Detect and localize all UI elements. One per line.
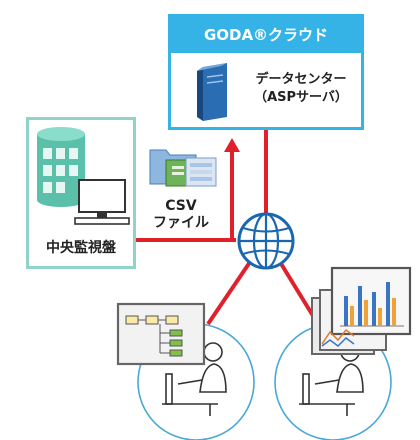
user-at-desk-icon xyxy=(162,342,227,416)
flowchart-screen-icon xyxy=(116,302,206,366)
computer-icon xyxy=(74,179,130,225)
chart-screen-icon xyxy=(311,266,412,355)
left-user-group xyxy=(137,323,255,440)
arrow-head xyxy=(224,138,240,152)
csv-label-line2: ファイル xyxy=(153,215,209,231)
csv-folder-icon xyxy=(149,149,217,187)
database-icon xyxy=(37,127,85,207)
csv-label-line1: CSV xyxy=(165,198,197,214)
globe-icon xyxy=(237,212,295,270)
datacenter-label-line1: データセンター xyxy=(255,72,347,87)
csv-file-label: CSV ファイル xyxy=(146,198,216,232)
network-links xyxy=(136,130,320,326)
central-monitor-label: 中央監視盤 xyxy=(46,240,116,256)
datacenter-label-line2: （ASPサーバ） xyxy=(254,90,348,105)
server-icon xyxy=(197,63,233,125)
datacenter-label: データセンター （ASPサーバ） xyxy=(241,71,361,107)
link-globe-to-left-user xyxy=(206,260,252,326)
cloud-box: GODA®クラウド データセンター （ASPサーバ） xyxy=(168,14,364,130)
cloud-title: GODA®クラウド xyxy=(171,17,361,53)
central-monitor-box: 中央監視盤 xyxy=(26,117,136,269)
